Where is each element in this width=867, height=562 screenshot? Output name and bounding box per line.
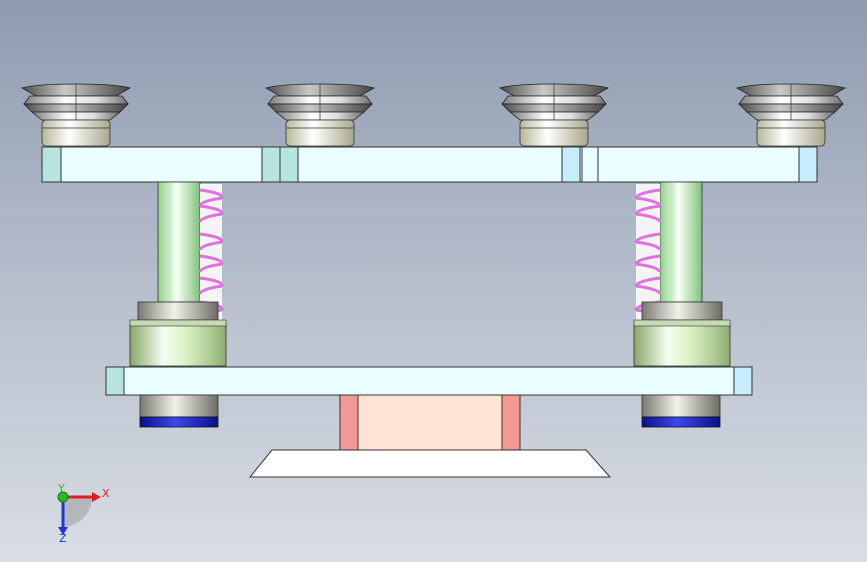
- top-plate-right: [581, 146, 818, 183]
- suction-cup: [20, 83, 132, 147]
- compression-spring-left: [198, 184, 224, 322]
- x-axis-label: X: [102, 487, 110, 500]
- top-plate-middle: [279, 146, 583, 183]
- linear-bushing-right: [633, 301, 731, 367]
- z-axis-label: Z: [59, 532, 67, 545]
- guide-column-right: [659, 181, 703, 303]
- base-plate: [105, 366, 753, 396]
- suction-cup: [264, 83, 376, 147]
- guide-column-left: [157, 181, 201, 303]
- bottom-support-plate: [248, 449, 612, 478]
- top-plate-left: [41, 146, 281, 183]
- y-axis-dot: [57, 491, 69, 503]
- y-axis-label: Y: [57, 482, 65, 495]
- center-block: [339, 394, 521, 451]
- lower-bushing-right: [641, 394, 721, 428]
- suction-cup: [735, 83, 847, 147]
- lower-bushing-left: [139, 394, 219, 428]
- axis-triad: X Y Z: [57, 482, 110, 545]
- suction-cup: [498, 83, 610, 147]
- compression-spring-right: [634, 184, 662, 322]
- linear-bushing-left: [129, 301, 227, 367]
